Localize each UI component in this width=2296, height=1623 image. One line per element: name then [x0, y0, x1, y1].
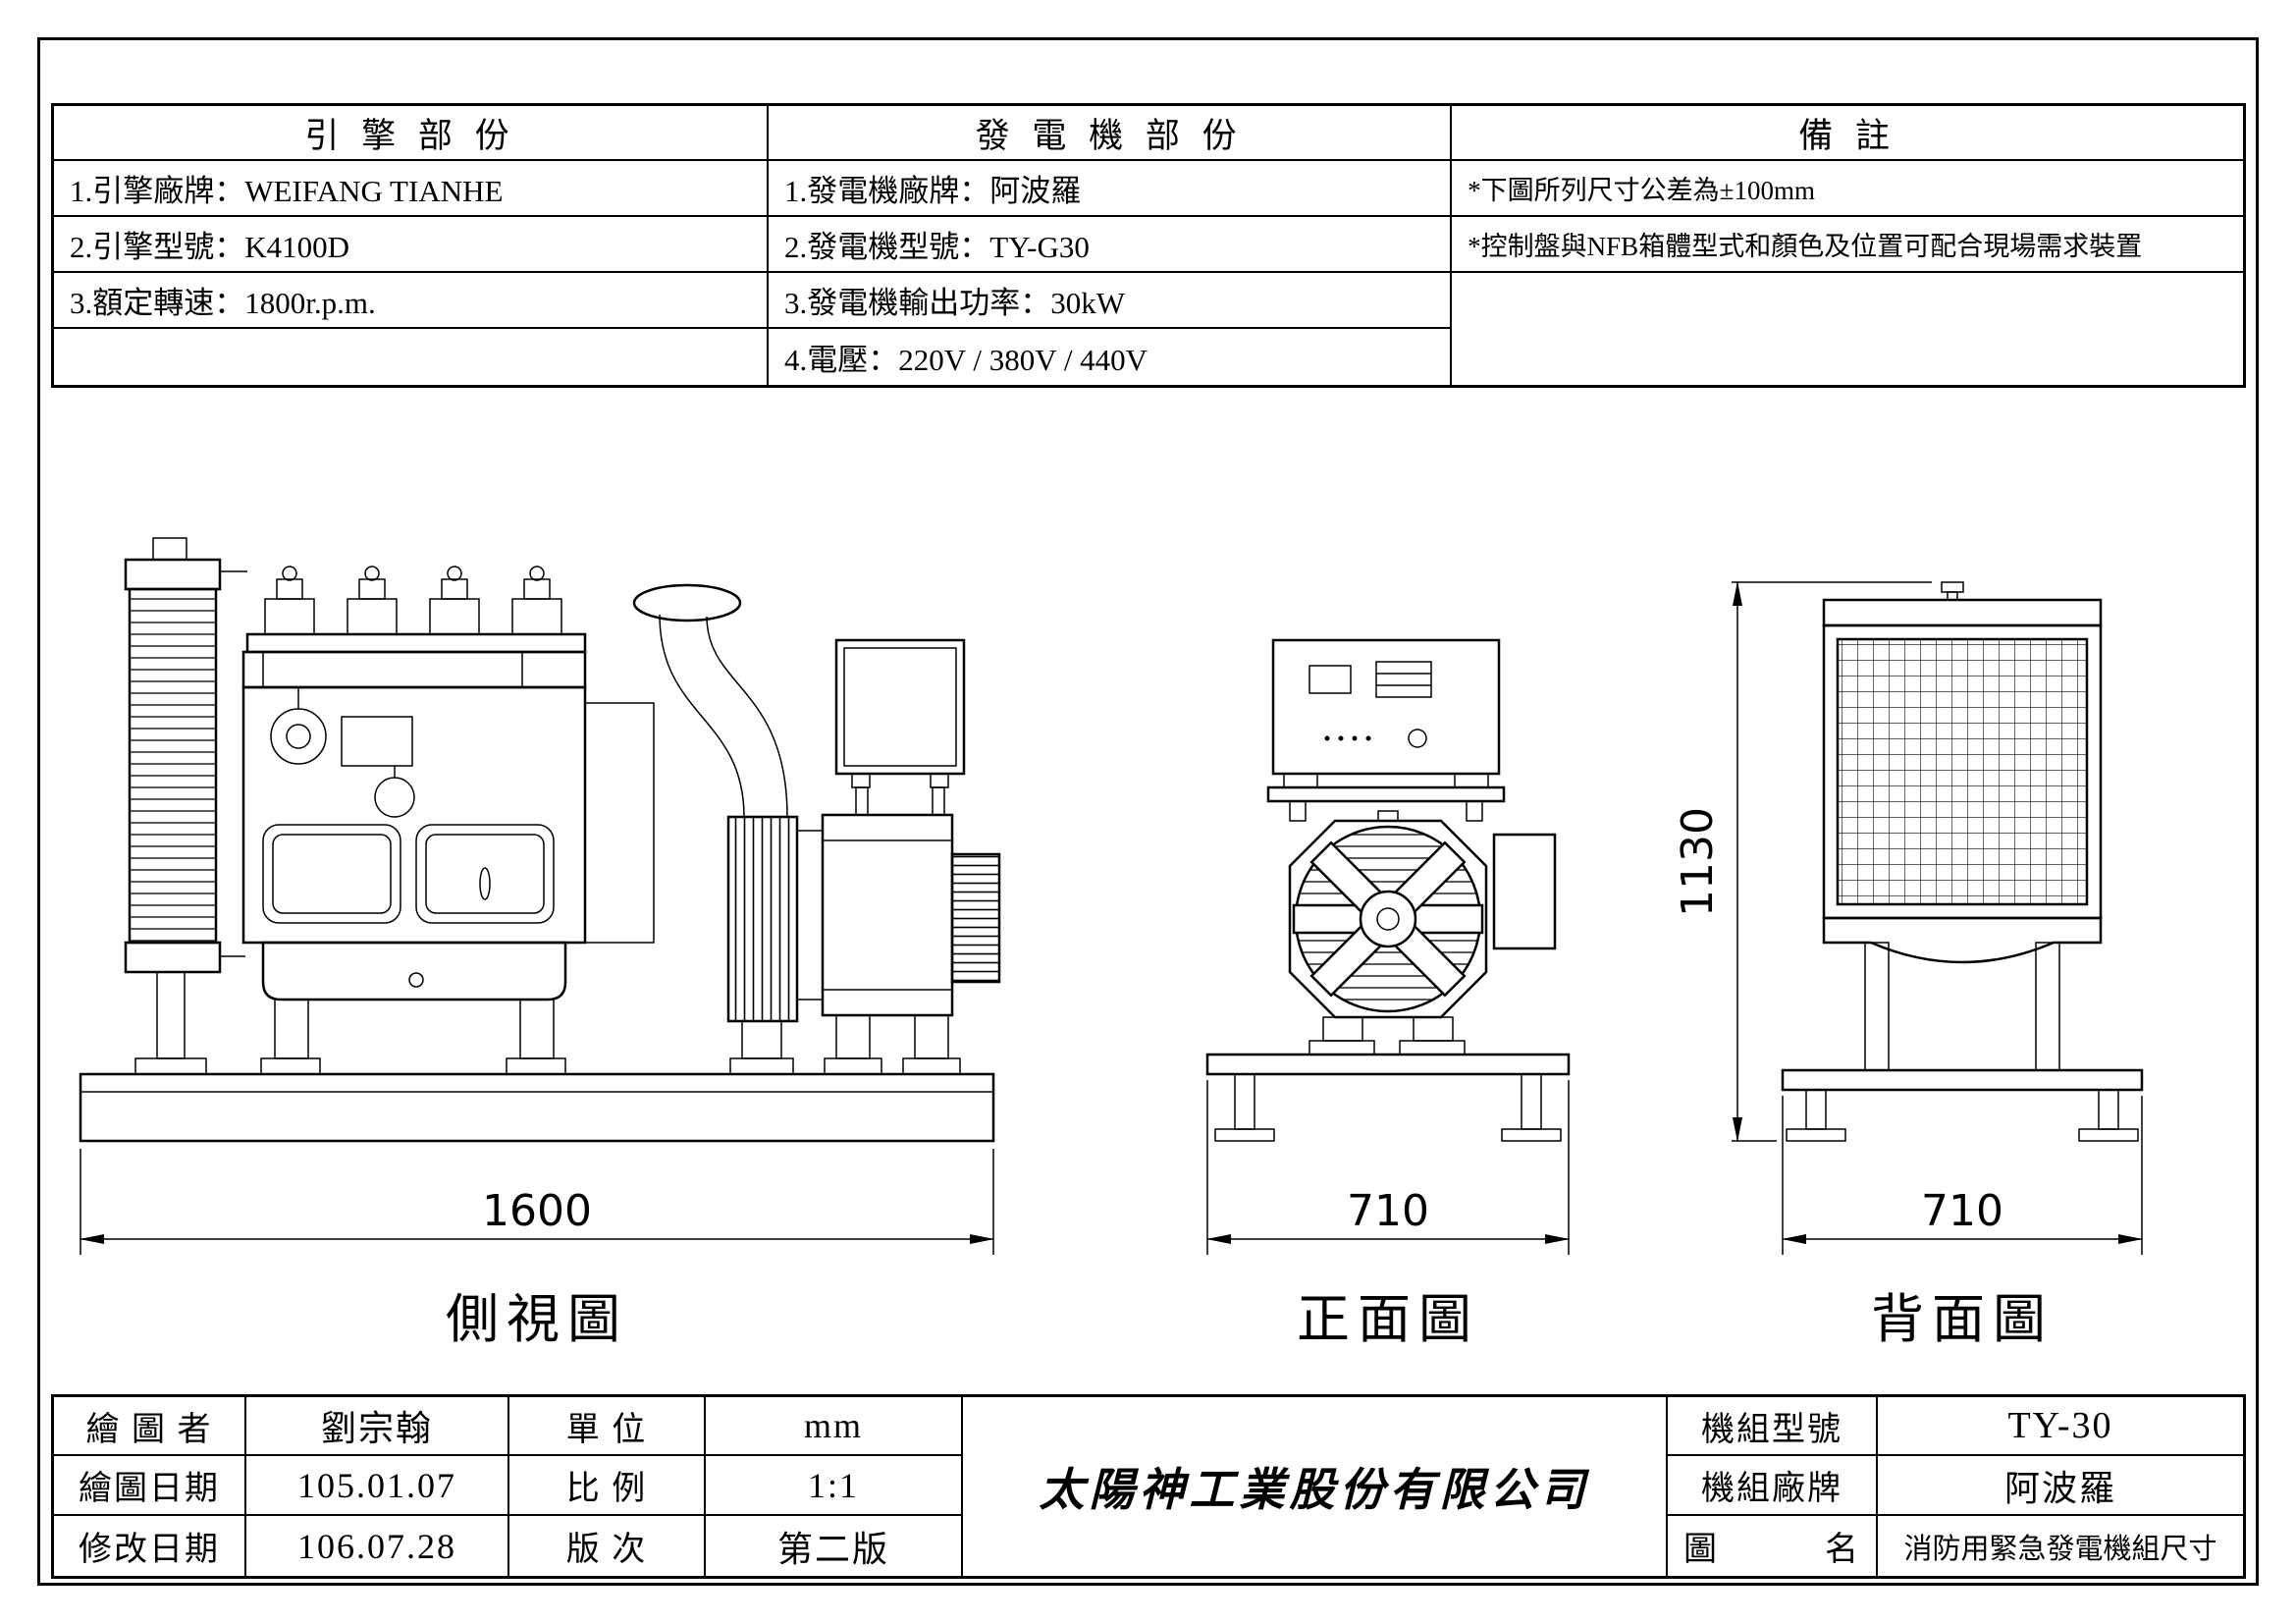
engine-speed-row: 3.額定轉速：1800r.p.m. — [54, 273, 768, 329]
front-view: 710 正面圖 — [1205, 638, 1571, 1349]
inspection-covers — [262, 824, 555, 924]
front-view-label: 正面圖 — [1297, 1290, 1479, 1349]
side-width-dimension: 1600 — [80, 1149, 994, 1255]
unit-label: 單 位 — [509, 1397, 706, 1456]
scale-label: 比 例 — [509, 1456, 706, 1516]
remarks-tolerance-row: *下圖所列尺寸公差為±100mm — [1452, 161, 2243, 217]
engine-spec-column: 引 擎 部 份 1.引擎廠牌：WEIFANG TIANHE 2.引擎型號：K41… — [54, 106, 770, 385]
front-width-dimension: 710 — [1206, 1080, 1570, 1255]
side-view-label: 側視圖 — [446, 1290, 628, 1349]
generator-model-row: 2.發電機型號：TY-G30 — [769, 217, 1451, 273]
version-label: 版 次 — [509, 1516, 706, 1576]
engine-accessories — [262, 652, 523, 818]
engine-spec-header: 引 擎 部 份 — [54, 106, 768, 161]
side-base-skid — [79, 1072, 995, 1143]
back-width-dim-text: 710 — [1921, 1186, 2003, 1236]
front-width-dim-text: 710 — [1347, 1186, 1429, 1236]
side-view: 1600 側視圖 — [79, 537, 1001, 1349]
version-value: 第二版 — [706, 1516, 963, 1576]
generator-voltage-row: 4.電壓：220V / 380V / 440V — [784, 343, 1148, 377]
technical-drawing: 1600 側視圖 — [79, 537, 2144, 1349]
unit-value: mm — [706, 1397, 963, 1456]
front-base — [1205, 1053, 1571, 1142]
front-control-panel — [1266, 638, 1506, 822]
engine-brand-row: 1.引擎廠牌：WEIFANG TIANHE — [54, 161, 768, 217]
side-width-dim-text: 1600 — [482, 1186, 592, 1236]
back-height-dimension: 1130 — [1673, 581, 1932, 1142]
back-view-label: 背面圖 — [1871, 1290, 2054, 1349]
back-height-dim-text: 1130 — [1673, 807, 1723, 917]
front-generator-housing — [1288, 810, 1557, 1055]
generator-spec-header: 發 電 機 部 份 — [769, 106, 1451, 161]
drawing-name-value: 消防用緊急發電機組尺寸 — [1903, 1533, 2217, 1565]
unit-brand-value: 阿波羅 — [1878, 1456, 2243, 1516]
remarks-empty-row — [1452, 273, 2243, 385]
unit-model-value: TY-30 — [1878, 1397, 2243, 1456]
drawer-label: 繪 圖 者 — [54, 1397, 246, 1456]
valve-gear — [264, 566, 562, 635]
engine-model-row: 2.引擎型號：K4100D — [54, 217, 768, 273]
generator-brand-row: 1.發電機廠牌：阿波羅 — [769, 161, 1451, 217]
back-view: 1130 710 背面圖 — [1673, 581, 2144, 1349]
draw-date-value: 105.01.07 — [246, 1456, 509, 1516]
remarks-header: 備 註 — [1452, 106, 2243, 161]
side-engine — [241, 566, 655, 1075]
drawer-value: 劉宗翰 — [246, 1397, 509, 1456]
remarks-panel-row: *控制盤與NFB箱體型式和顏色及位置可配合現場需求裝置 — [1452, 217, 2243, 273]
draw-date-label: 繪圖日期 — [54, 1456, 246, 1516]
side-radiator — [124, 537, 247, 1075]
generator-output-row: 3.發電機輸出功率：30kW — [769, 273, 1451, 329]
revise-date-label: 修改日期 — [54, 1516, 246, 1576]
remarks-column: 備 註 *下圖所列尺寸公差為±100mm *控制盤與NFB箱體型式和顏色及位置可… — [1452, 106, 2243, 385]
sheet-border-frame — [37, 37, 2259, 1586]
drawing-name-label: 圖 名 — [1668, 1516, 1878, 1576]
engine-empty-row — [54, 329, 767, 385]
back-base — [1781, 1068, 2144, 1142]
unit-model-label: 機組型號 — [1668, 1397, 1878, 1456]
side-control-box — [834, 638, 966, 816]
scale-value: 1:1 — [706, 1456, 963, 1516]
revise-date-value: 106.07.28 — [246, 1516, 509, 1576]
side-generator — [726, 813, 1001, 1075]
spec-table: 引 擎 部 份 1.引擎廠牌：WEIFANG TIANHE 2.引擎型號：K41… — [51, 103, 2246, 388]
company-name: 太陽神工業股份有限公司 — [963, 1397, 1668, 1576]
unit-brand-label: 機組廠牌 — [1668, 1456, 1878, 1516]
back-radiator — [1822, 581, 2103, 1071]
generator-spec-column: 發 電 機 部 份 1.發電機廠牌：阿波羅 2.發電機型號：TY-G30 3.發… — [769, 106, 1453, 385]
back-width-dimension: 710 — [1782, 1096, 2143, 1255]
air-intake-horn — [632, 583, 788, 818]
title-block: 繪 圖 者 劉宗翰 單 位 mm 太陽神工業股份有限公司 機組型號 TY-30 … — [51, 1394, 2246, 1579]
